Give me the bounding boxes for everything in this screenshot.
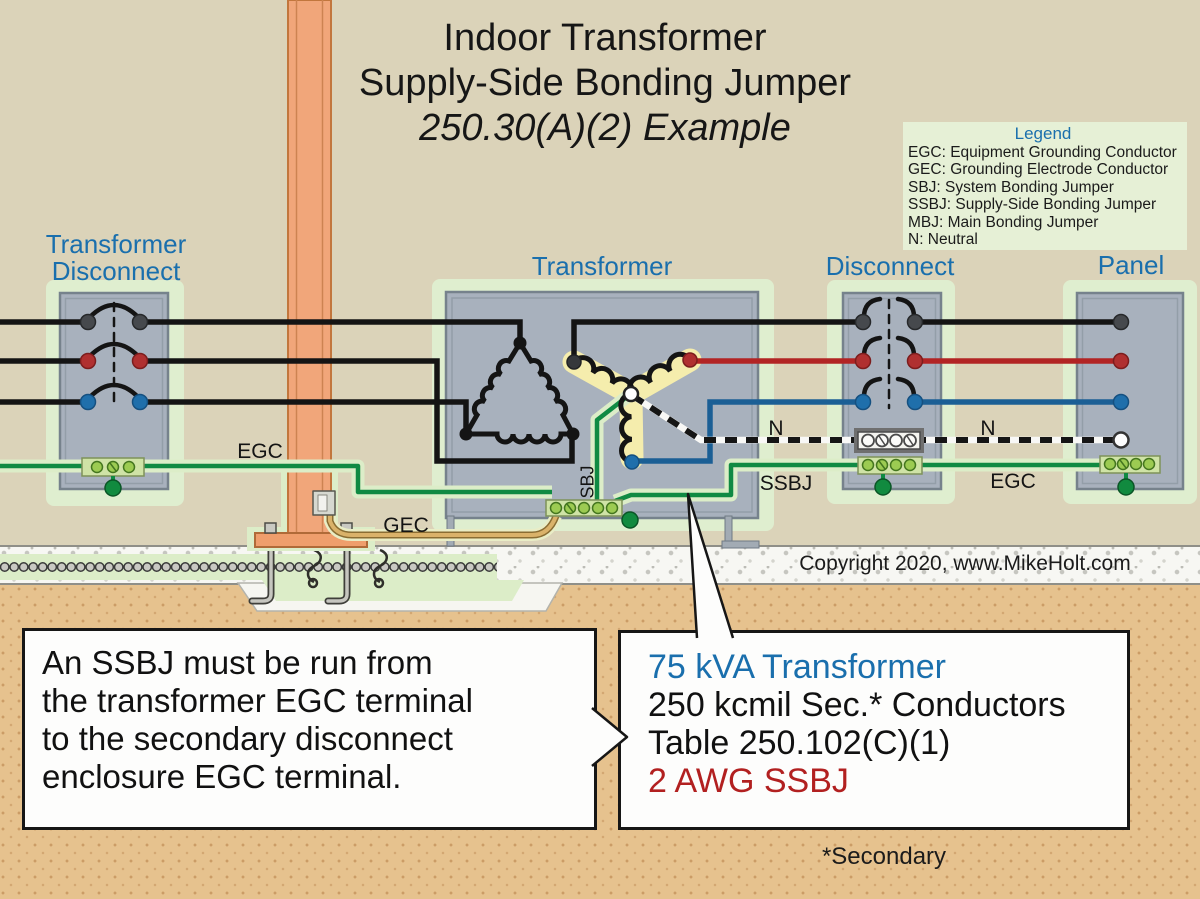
page-title: Indoor Transformer Supply-Side Bonding J… xyxy=(358,17,852,149)
anchor-j-bolts xyxy=(248,543,351,605)
anchor-nut xyxy=(264,522,277,534)
primary-conductors xyxy=(0,319,575,464)
delta-winding xyxy=(459,336,580,445)
secondary-black xyxy=(571,319,1122,360)
building-steel-column xyxy=(247,0,375,551)
label-transformer: Transformer xyxy=(531,251,673,281)
ground-dot xyxy=(104,479,122,497)
label-sbj: SBJ xyxy=(577,465,598,499)
label-ssbj: SSBJ xyxy=(759,472,813,495)
secondary-blue xyxy=(632,399,1122,464)
footing-and-electrode xyxy=(0,543,564,612)
legend-item: SSBJ: Supply-Side Bonding Jumper xyxy=(908,196,1157,214)
rebar-electrode xyxy=(0,561,497,574)
ground-dot xyxy=(621,511,639,529)
legend-item: MBJ: Main Bonding Jumper xyxy=(908,213,1099,231)
neutral-terminal xyxy=(1112,431,1130,449)
switches-and-terminals xyxy=(79,296,1130,449)
legend-item: EGC: Equipment Grounding Conductor xyxy=(908,144,1177,161)
neutral-wire xyxy=(631,393,1118,444)
sbj-wire xyxy=(590,390,632,505)
label-neutral-right: N xyxy=(980,417,996,440)
ground-dot xyxy=(874,478,892,496)
footnote-secondary: *Secondary xyxy=(821,843,947,870)
terminal-bars xyxy=(81,428,1161,529)
label-panel: Panel xyxy=(1097,250,1165,280)
ground-dot xyxy=(1117,478,1135,496)
transformer-ground-bar xyxy=(545,499,639,529)
label-transformer-disconnect: Transformer Disconnect xyxy=(45,229,187,286)
copyright-text: Copyright 2020, www.MikeHolt.com xyxy=(799,552,1131,575)
label-neutral-left: N xyxy=(768,417,784,440)
label-egc-left: EGC xyxy=(237,440,283,463)
egc-terminal-bar xyxy=(857,456,923,496)
secondary-conductors xyxy=(571,319,1122,464)
egc-terminal-bar xyxy=(1099,455,1161,496)
wye-winding xyxy=(566,351,698,470)
wye-highlight xyxy=(562,348,702,470)
neutral-terminal-bar xyxy=(854,428,924,453)
label-egc-right: EGC xyxy=(990,470,1036,493)
gec-wire xyxy=(312,490,562,541)
legend-item: SBJ: System Bonding Jumper xyxy=(908,178,1114,196)
legend-item: GEC: Grounding Electrode Conductor xyxy=(908,161,1169,179)
egc-wire-left xyxy=(0,459,552,499)
transformer-disconnect-switch xyxy=(87,301,141,409)
transformer-foot xyxy=(721,540,760,549)
callout-ssbj-note: An SSBJ must be run from the transformer… xyxy=(22,628,597,830)
legend-title: Legend xyxy=(1014,124,1072,143)
rebar-tie-clips xyxy=(306,548,388,589)
callout-transformer-spec: 75 kVA Transformer 250 kcmil Sec.* Condu… xyxy=(618,630,1130,830)
neutral-point xyxy=(622,385,640,403)
legend-item: N: Neutral xyxy=(908,231,978,249)
phase-terminals xyxy=(79,313,1130,449)
egc-terminal-bar xyxy=(81,457,145,497)
label-disconnect: Disconnect xyxy=(825,251,955,281)
label-gec: GEC xyxy=(383,514,429,537)
legend-box: Legend EGC: Equipment Grounding Conducto… xyxy=(903,122,1187,250)
transformer-leg xyxy=(724,515,733,543)
